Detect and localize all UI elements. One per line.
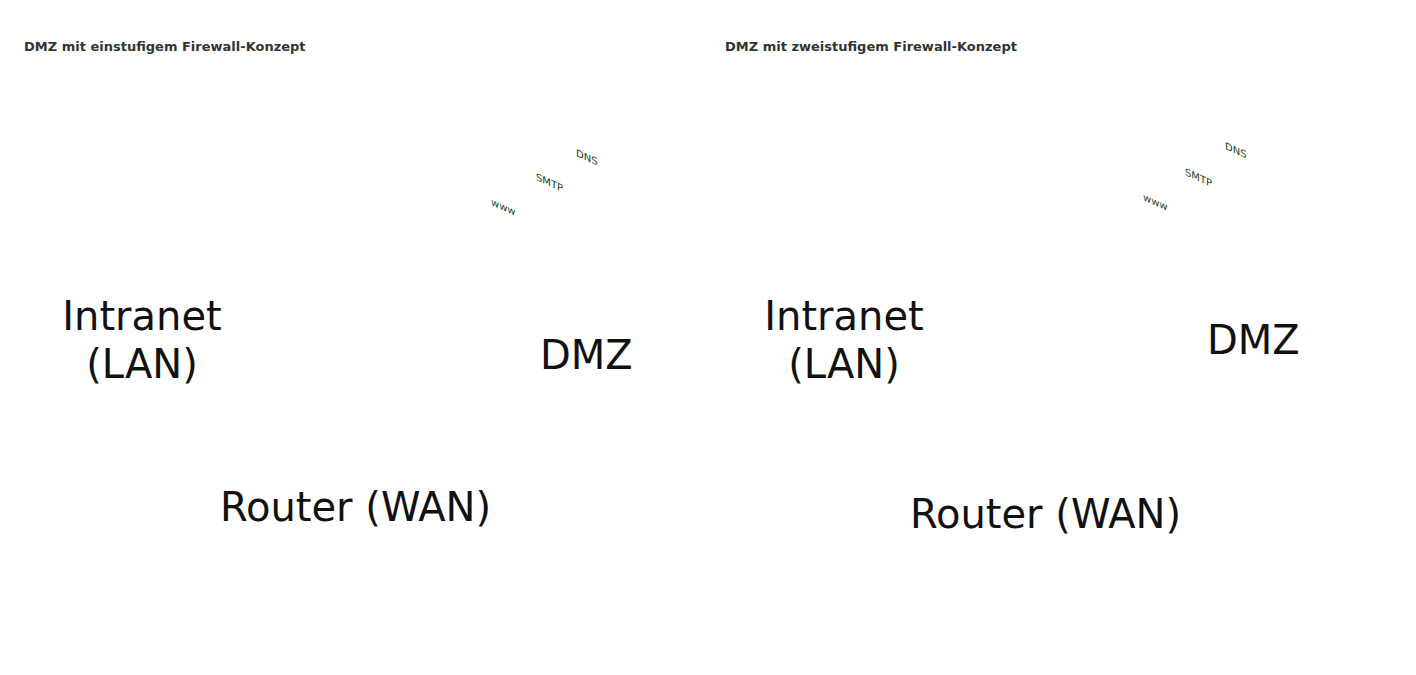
server-symbol xyxy=(1140,175,1196,271)
router-node: Router (WAN) xyxy=(220,453,680,543)
header-cell: DMZ mit zweistufigem Firewall-Konzept xyxy=(725,38,1017,56)
server-body xyxy=(1222,126,1278,218)
zone-label: Intranet (LAN) xyxy=(52,292,232,388)
router-top-face xyxy=(523,458,597,508)
server-body xyxy=(488,182,544,274)
use-shape xyxy=(1103,340,1159,428)
table-rule xyxy=(1407,10,1409,675)
table-rule xyxy=(708,10,710,675)
table-rule xyxy=(8,10,1409,12)
network-wires xyxy=(118,205,1290,500)
header-text: DMZ mit einstufigem Firewall-Konzept xyxy=(24,38,306,56)
intranet-computers xyxy=(85,134,895,236)
table-rule xyxy=(8,10,10,675)
router-label: Router (WAN) xyxy=(220,483,491,531)
server-symbol xyxy=(533,155,589,251)
line-shape xyxy=(390,360,560,488)
router-label: Router (WAN) xyxy=(910,490,1181,538)
server-symbol xyxy=(1182,150,1238,246)
server-body xyxy=(1140,177,1196,269)
use-shape xyxy=(138,134,193,206)
line-shape xyxy=(1131,384,1265,500)
use-shape xyxy=(362,310,418,398)
server-box: SMTP xyxy=(1182,150,1238,246)
line-shape xyxy=(545,228,640,283)
use-shape xyxy=(85,170,133,236)
zone-shape xyxy=(1102,168,1340,306)
router-node: Router (WAN) xyxy=(910,460,1370,550)
use-shape xyxy=(787,170,835,236)
router-top-face xyxy=(1228,465,1302,515)
zone-label: Intranet (LAN) xyxy=(754,292,934,388)
header-text: DMZ mit zweistufigem Firewall-Konzept xyxy=(725,38,1017,56)
server-body xyxy=(533,157,589,249)
zone-label-holder: DMZ xyxy=(1207,110,1300,364)
zone-label-holder: DMZ xyxy=(540,125,633,379)
server-body xyxy=(1182,152,1238,244)
network-zone: DMZ www SMTP DNS xyxy=(445,125,695,385)
zone-shape xyxy=(28,144,268,282)
use-shape xyxy=(840,134,895,206)
server-label: www xyxy=(1143,192,1168,213)
network-zone: DMZ www SMTP DNS xyxy=(1097,110,1347,370)
network-zone: Intranet (LAN) xyxy=(726,136,980,398)
server-symbol xyxy=(573,131,629,227)
header-cell: DMZ mit einstufigem Firewall-Konzept xyxy=(24,38,306,56)
table-rule xyxy=(8,106,1409,108)
router-right-face xyxy=(1265,497,1302,527)
server-label: www xyxy=(491,197,516,218)
firewall-symbols xyxy=(362,260,1159,428)
line-shape xyxy=(609,223,611,246)
server-label: DNS xyxy=(576,148,598,168)
polyline-shape xyxy=(820,205,906,244)
line-shape xyxy=(1177,267,1197,278)
router-left-face xyxy=(523,476,560,520)
server-symbol xyxy=(1222,124,1278,220)
use-shape xyxy=(992,260,1048,348)
server-label: SMTP xyxy=(1185,167,1212,189)
line-shape xyxy=(390,283,545,354)
server-box: DNS xyxy=(573,131,629,227)
line-shape xyxy=(1218,242,1220,265)
line-shape xyxy=(1258,216,1260,242)
polyline-shape xyxy=(118,205,204,244)
network-zone: Intranet (LAN) xyxy=(24,136,278,398)
server-box: SMTP xyxy=(533,155,589,251)
line-shape xyxy=(569,250,571,269)
zone-label-holder: Intranet (LAN) xyxy=(754,136,934,388)
line-shape xyxy=(1020,304,1131,384)
line-shape xyxy=(1197,224,1290,278)
server-box: www xyxy=(1140,175,1196,271)
server-box: DNS xyxy=(1222,124,1278,220)
line-shape xyxy=(525,272,545,283)
zone-label-holder: Intranet (LAN) xyxy=(52,136,232,388)
router-left-face xyxy=(1228,483,1265,527)
zone-label: DMZ xyxy=(1207,316,1300,364)
server-label: SMTP xyxy=(536,172,563,194)
zone-shape xyxy=(450,188,685,318)
line-shape xyxy=(1078,278,1197,346)
server-label: DNS xyxy=(1225,141,1247,161)
server-box: www xyxy=(488,180,544,276)
server-symbol xyxy=(488,180,544,276)
router-right-face xyxy=(560,490,597,520)
line-shape xyxy=(877,226,1020,304)
zone-shape xyxy=(730,144,970,282)
zone-label: DMZ xyxy=(540,331,633,379)
server-body xyxy=(573,133,629,225)
